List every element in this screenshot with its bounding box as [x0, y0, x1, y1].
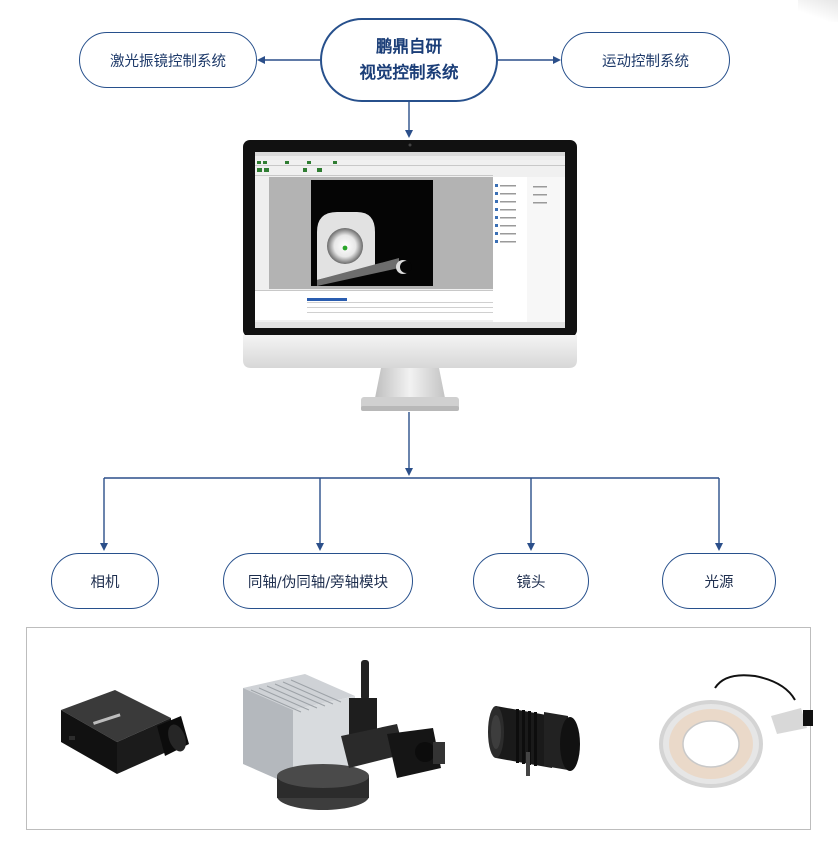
- node-lens: 镜头: [473, 553, 589, 609]
- webcam-dot: [408, 143, 412, 147]
- module-photo: [243, 660, 445, 810]
- right-node: 运动控制系统: [561, 32, 730, 88]
- node-light-source: 光源: [662, 553, 776, 609]
- screen: [255, 152, 565, 328]
- product-panel: [26, 627, 813, 830]
- node-light-label: 光源: [704, 574, 734, 591]
- node-camera: 相机: [51, 553, 159, 609]
- ring-light-photo: [659, 674, 813, 788]
- camera-photo: [61, 690, 189, 774]
- center-node: 鹏鼎自研 视觉控制系统: [320, 18, 498, 102]
- monitor-chin: [243, 335, 577, 368]
- node-lens-label: 镜头: [516, 574, 546, 591]
- corner-shadow: [798, 0, 838, 22]
- monitor-illustration: [243, 140, 577, 411]
- node-camera-label: 相机: [90, 574, 120, 591]
- lens-photo: [488, 706, 580, 776]
- center-node-line2: 视觉控制系统: [359, 63, 459, 82]
- monitor-stand: [375, 368, 445, 398]
- center-node-line1: 鹏鼎自研: [376, 37, 442, 56]
- left-node: 激光振镜控制系统: [79, 32, 257, 88]
- connector-lines: [100, 56, 723, 551]
- right-node-label: 运动控制系统: [602, 53, 689, 70]
- left-node-label: 激光振镜控制系统: [110, 53, 226, 70]
- node-module-label: 同轴/伪同轴/旁轴模块: [247, 574, 389, 591]
- node-coaxial-module: 同轴/伪同轴/旁轴模块: [223, 553, 413, 609]
